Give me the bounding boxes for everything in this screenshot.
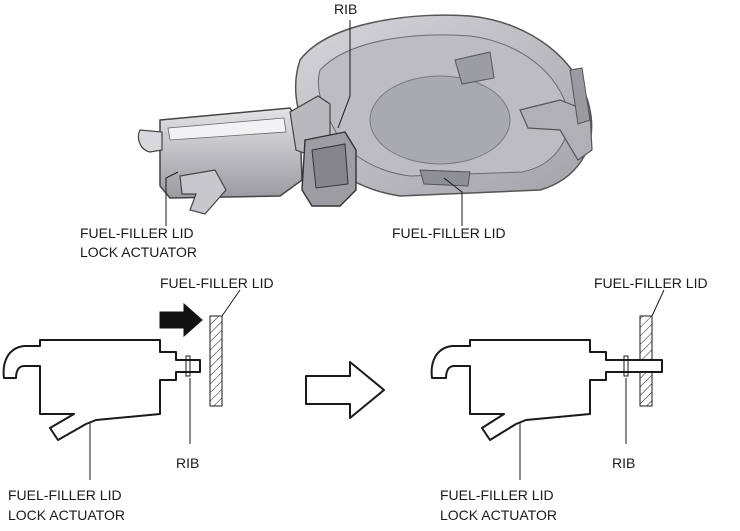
right-actuator-body [430,339,663,441]
top-rib-leader [337,20,351,129]
right-actuator-label-line2: LOCK ACTUATOR [440,507,557,523]
left-lid-leader [221,289,241,317]
top-lid-leader [443,177,463,226]
top-rib-label: RIB [334,1,357,17]
left-actuator-body [2,339,201,441]
right-lid-label: FUEL-FILLER LID [594,275,708,291]
top-actuator-leader [165,171,179,226]
top-illustration: RIB FUEL-FILLER LID LOCK ACTUATOR FUEL-F… [80,1,593,260]
top-actuator-label-line1: FUEL-FILLER LID [80,225,194,241]
top-lid-label: FUEL-FILLER LID [392,225,506,241]
push-arrow-icon [159,302,203,338]
left-rib-label: RIB [176,455,199,471]
left-actuator-label-line2: LOCK ACTUATOR [8,507,125,523]
left-rib-part [185,355,191,377]
right-rib-label: RIB [612,455,635,471]
before-schematic: FUEL-FILLER LID RIB FUEL-FILLER LID LOCK… [2,275,274,523]
after-schematic: FUEL-FILLER LID RIB FUEL-FILLER LID LOCK… [430,275,708,523]
left-lid-label: FUEL-FILLER LID [160,275,274,291]
right-lid-leader [651,289,665,317]
transition-arrow-icon [305,361,385,419]
fuel-filler-lid-part [294,14,593,197]
top-actuator-label-line2: LOCK ACTUATOR [80,244,197,260]
lock-actuator-part [137,95,357,215]
right-rib-part [623,355,629,377]
left-actuator-label-line1: FUEL-FILLER LID [8,487,122,503]
right-actuator-label-line1: FUEL-FILLER LID [440,487,554,503]
left-lid-section [209,315,223,407]
